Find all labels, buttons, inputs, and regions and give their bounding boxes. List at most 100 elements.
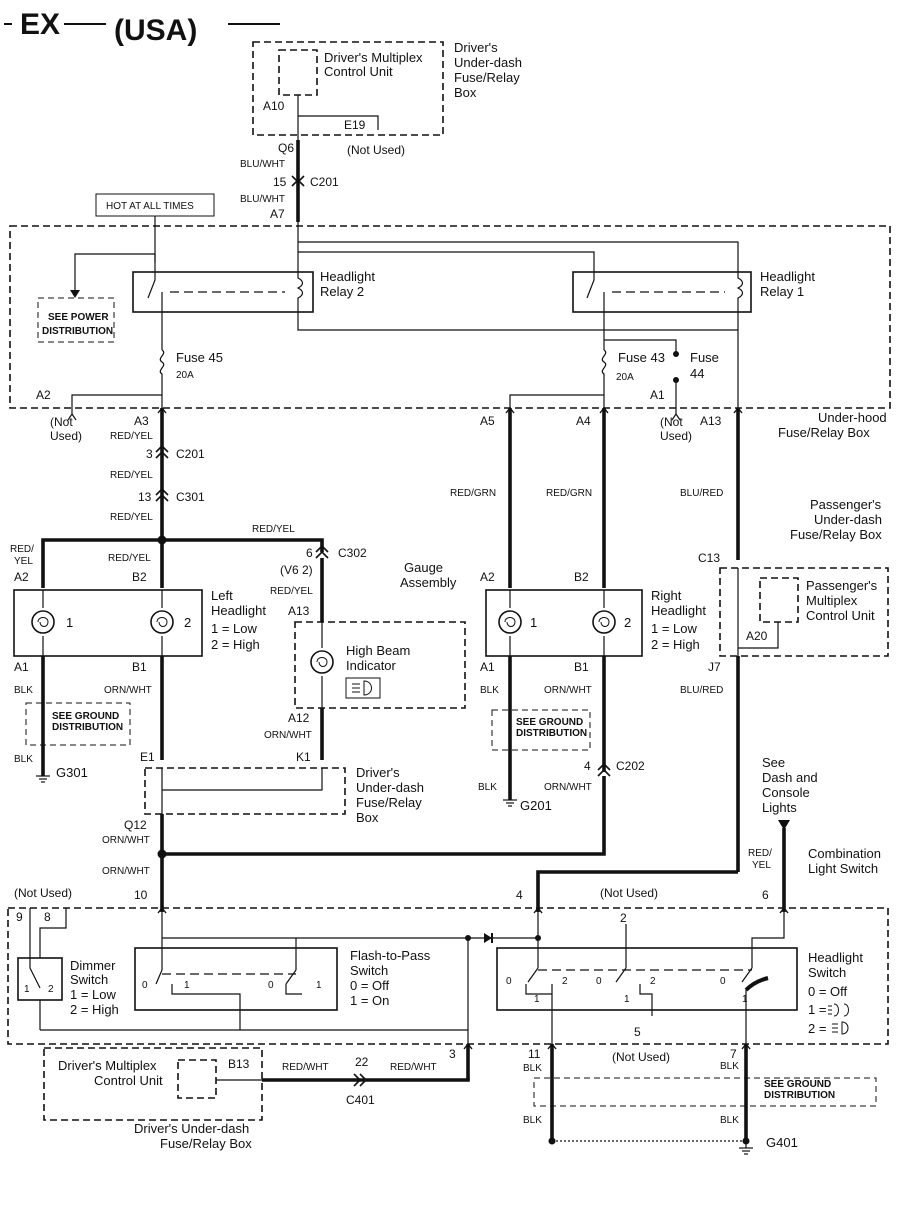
title-prefix: EX (20, 8, 60, 41)
sgd-bottom-2: DISTRIBUTION (764, 1090, 835, 1101)
high-beam-icon (345, 677, 381, 699)
dimmer-switch (17, 957, 63, 1001)
not-used-dimmer: (Not Used) (14, 886, 72, 900)
connector-q12: Q12 (124, 818, 147, 832)
connector-a10: A10 (263, 99, 285, 113)
left-headlight (13, 589, 203, 657)
connector-3: 3 (449, 1047, 456, 1061)
connector-a1-uh: A1 (650, 388, 665, 402)
parking-lights-icon (828, 1003, 849, 1017)
underhood-label-1: Under-hood (818, 410, 887, 425)
connector-a7: A7 (270, 207, 285, 221)
hs-a-0: 0 (506, 976, 512, 987)
hot-at-all-times: HOT AT ALL TIMES (106, 201, 194, 212)
right-headlight-label-1: Right (651, 588, 682, 603)
dimmer-pos-1: 1 (24, 984, 30, 995)
drivers-underdash-top-label-2: Under-dash (454, 55, 522, 70)
headlight-switch (496, 947, 798, 1011)
wire-red-yel-3: RED/YEL (110, 512, 153, 523)
high-beam-label-1: High Beam (346, 643, 410, 658)
hs-b-1: 1 (624, 994, 630, 1005)
left-headlight-label-2: Headlight (211, 603, 266, 618)
wire-blu-red-2: BLU/RED (680, 685, 723, 696)
hs-pos-2: 2 = (808, 1021, 826, 1036)
wire-orn-wht-g1: ORN/WHT (264, 730, 312, 741)
fuse-44-label-1: Fuse (690, 350, 719, 365)
connector-a5: A5 (480, 414, 495, 428)
dimmer-pos-2: 2 (48, 984, 54, 995)
diagram-title: EX (USA) (4, 8, 280, 47)
hs-b-2: 2 (650, 976, 656, 987)
connector-a3: A3 (134, 414, 149, 428)
du-mid-label-2: Under-dash (356, 780, 424, 795)
hs-off: 0 = Off (808, 984, 848, 999)
a1-not-label: (Not (660, 415, 683, 429)
see-dash-label-4: Lights (762, 800, 797, 815)
drivers-underdash-box-bottom (43, 1047, 263, 1121)
wire-blu-red-1: BLU/RED (680, 488, 723, 499)
drivers-mcu-top-label-2: Control Unit (324, 64, 393, 79)
wire-red-yel-split-r1: RED/ (748, 848, 772, 859)
passenger-ud-label-1: Passenger's (810, 497, 882, 512)
wire-orn-wht-l1: ORN/WHT (104, 685, 152, 696)
ftp-a-0: 0 (142, 980, 148, 991)
headlight-relay-1 (572, 271, 752, 313)
wire-blk-b1: BLK (523, 1063, 542, 1074)
hs-c-0: 0 (720, 976, 726, 987)
right-hl-filament-2: 2 (624, 615, 631, 630)
headlight-relay-2 (132, 271, 314, 313)
wire-blk-r2: BLK (478, 782, 497, 793)
connector-a4: A4 (576, 414, 591, 428)
passenger-mcu (759, 577, 799, 623)
fuse-43 (601, 349, 607, 408)
connector-6: 6 (762, 888, 769, 902)
hs-c-1: 1 (742, 994, 748, 1005)
ftp-b-1: 1 (316, 980, 322, 991)
drivers-underdash-top-label-3: Fuse/Relay (454, 70, 520, 85)
hs-a-1: 1 (534, 994, 540, 1005)
wire-orn-wht-l2: ORN/WHT (102, 835, 150, 846)
wire-red-grn-1: RED/GRN (450, 488, 496, 499)
gauge-label-1: Gauge (404, 560, 443, 575)
connector-a2-left: A2 (14, 570, 29, 584)
du-mid-label-3: Fuse/Relay (356, 795, 422, 810)
wire-blk-r1: BLK (480, 685, 499, 696)
connector-c13: C13 (698, 551, 720, 565)
drivers-underdash-box-mid (144, 767, 346, 815)
connector-b1-right: B1 (574, 660, 589, 674)
wire-orn-wht-r1: ORN/WHT (544, 685, 592, 696)
e19-not-used: (Not Used) (347, 143, 405, 157)
connector-e1: E1 (140, 750, 155, 764)
hs-a-2: 2 (562, 976, 568, 987)
wire-red-yel-split-1: RED/ (10, 544, 34, 555)
see-dash-label-2: Dash and (762, 770, 818, 785)
connector-a2-uh: A2 (36, 388, 51, 402)
ground-g401: G401 (766, 1135, 798, 1150)
du-mid-label-4: Box (356, 810, 379, 825)
connector-4: 4 (516, 888, 523, 902)
see-ground-distribution-bottom (533, 1077, 877, 1107)
fuse-44-label-2: 44 (690, 366, 704, 381)
connector-5: 5 (634, 1025, 641, 1039)
not-used-pin2: (Not Used) (600, 886, 658, 900)
relay-1-label-1: Headlight (760, 269, 815, 284)
left-hl-filament-2: 2 (184, 615, 191, 630)
headlight-icon-small (832, 1021, 849, 1035)
sgd-left-1: SEE GROUND (52, 711, 119, 722)
wire-red-yel-split-2: YEL (14, 556, 33, 567)
hs-label-1: Headlight (808, 950, 863, 965)
passenger-mcu-label-1: Passenger's (806, 578, 878, 593)
connector-2: 2 (620, 911, 627, 925)
drivers-underdash-top-label-1: Driver's (454, 40, 498, 55)
underhood-fuse-relay-box (9, 225, 891, 409)
passenger-mcu-label-2: Multiplex (806, 593, 858, 608)
right-hl-filament-1: 1 (530, 615, 537, 630)
drivers-mcu-top-label-1: Driver's Multiplex (324, 50, 423, 65)
du-bottom-label-1: Driver's Under-dash (134, 1121, 249, 1136)
sgd-bottom-1: SEE GROUND (764, 1079, 831, 1090)
du-bottom-label-2: Fuse/Relay Box (160, 1136, 252, 1151)
connector-q6: Q6 (278, 141, 294, 155)
connector-6-c302: 6 (306, 546, 313, 560)
flash-to-pass-switch (134, 947, 338, 1011)
